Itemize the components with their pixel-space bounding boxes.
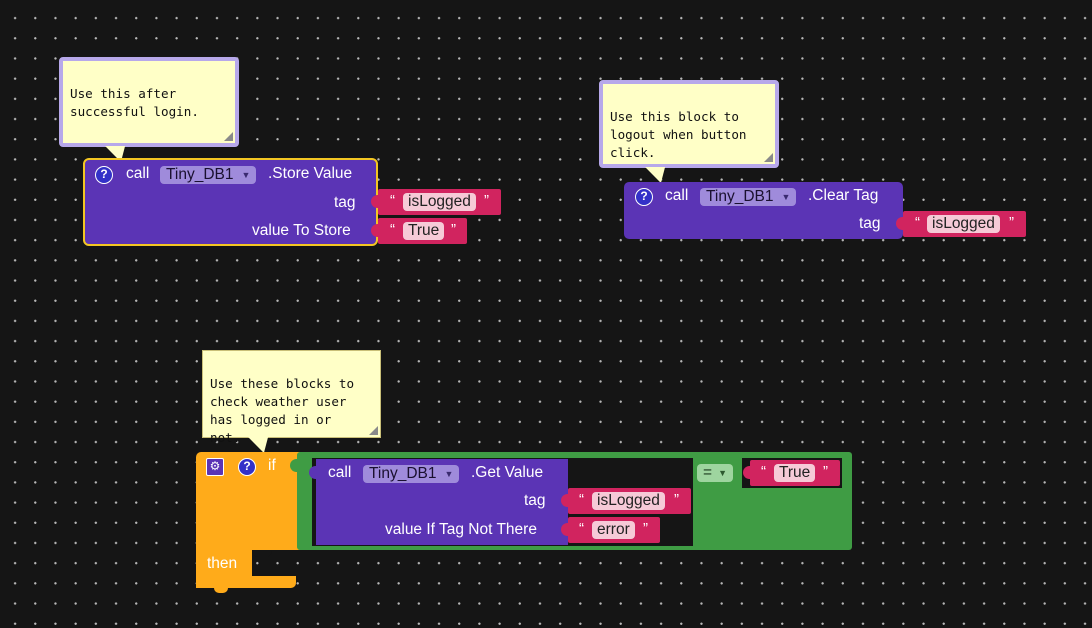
text-block-error[interactable]: “ error ” [561, 517, 660, 543]
dropdown-arrow-icon: ▼ [781, 192, 791, 202]
close-quote: ” [643, 520, 648, 537]
clear-tag-label: tag [859, 215, 881, 232]
comment-resize-handle[interactable] [764, 153, 773, 162]
text-block-true[interactable]: “ True ” [371, 218, 467, 244]
store-component-dropdown[interactable]: Tiny_DB1 ▼ [160, 166, 257, 184]
comment-logout-text: Use this block to logout when button cli… [610, 109, 747, 160]
then-label: then [207, 555, 238, 572]
text-block-islogged[interactable]: “ isLogged ” [371, 189, 501, 215]
comment-logout[interactable]: Use this block to logout when button cli… [599, 80, 779, 168]
comment-login[interactable]: Use this after successful login. [59, 57, 239, 147]
open-quote: “ [579, 520, 584, 537]
comment-check-tail [248, 437, 274, 453]
text-plug [743, 466, 750, 479]
close-quote: ” [823, 463, 828, 480]
open-quote: “ [579, 491, 584, 508]
get-component-dropdown[interactable]: Tiny_DB1 ▼ [363, 465, 460, 483]
clear-component-dropdown[interactable]: Tiny_DB1 ▼ [700, 188, 797, 206]
help-icon[interactable]: ? [635, 188, 653, 206]
get-component-label: Tiny_DB1 [369, 465, 437, 482]
clear-call-label: call [665, 187, 689, 204]
help-icon[interactable]: ? [238, 458, 256, 476]
close-quote: ” [484, 192, 489, 209]
get-tag-label: tag [524, 492, 546, 509]
text-block-islogged[interactable]: “ isLogged ” [561, 488, 691, 514]
text-plug [561, 494, 568, 507]
text-block-islogged[interactable]: “ isLogged ” [896, 211, 1026, 237]
dropdown-arrow-icon: ▼ [444, 469, 454, 479]
comment-login-text: Use this after successful login. [70, 86, 199, 119]
text-plug [561, 523, 568, 536]
text-plug [896, 217, 903, 230]
get-method-label: .Get Value [471, 464, 544, 481]
compare-operator-dropdown[interactable]: =▼ [697, 464, 733, 482]
comment-logout-tail [645, 167, 671, 183]
store-component-label: Tiny_DB1 [166, 166, 234, 183]
compare-plug [290, 459, 297, 472]
close-quote: ” [451, 221, 456, 238]
close-quote: ” [674, 491, 679, 508]
compare-operator-label: = [703, 464, 713, 481]
text-value-field[interactable]: True [774, 464, 816, 482]
text-value-field[interactable]: isLogged [403, 193, 476, 211]
open-quote: “ [390, 221, 395, 238]
text-plug [371, 224, 378, 237]
clear-component-label: Tiny_DB1 [706, 188, 774, 205]
comment-resize-handle[interactable] [224, 132, 233, 141]
get-default-label: value If Tag Not There [385, 521, 537, 538]
clear-method-label: .Clear Tag [808, 187, 879, 204]
comment-resize-handle[interactable] [369, 426, 378, 435]
text-plug [371, 195, 378, 208]
open-quote: “ [915, 214, 920, 231]
comment-check[interactable]: Use these blocks to check weather user h… [202, 350, 381, 445]
open-quote: “ [761, 463, 766, 480]
get-value-plug [309, 466, 316, 479]
text-value-field[interactable]: error [592, 521, 635, 539]
text-value-field[interactable]: isLogged [592, 492, 665, 510]
bottom-notch [214, 588, 228, 593]
if-label: if [268, 457, 276, 474]
dropdown-arrow-icon: ▼ [241, 170, 251, 180]
then-notch [252, 550, 272, 557]
dropdown-arrow-icon: ▼ [718, 468, 727, 478]
open-quote: “ [390, 192, 395, 209]
gear-icon[interactable]: ⚙ [206, 458, 224, 476]
comment-check-text: Use these blocks to check weather user h… [210, 376, 355, 445]
get-call-label: call [328, 464, 352, 481]
help-icon[interactable]: ? [95, 166, 113, 184]
store-value-label: value To Store [252, 222, 351, 239]
text-value-field[interactable]: isLogged [927, 215, 1000, 233]
text-value-field[interactable]: True [403, 222, 445, 240]
store-tag-label: tag [334, 194, 356, 211]
close-quote: ” [1009, 214, 1014, 231]
if-block-bottom [196, 576, 296, 588]
store-call-label: call [126, 165, 150, 182]
text-block-true[interactable]: “ True ” [743, 460, 840, 486]
store-method-label: .Store Value [268, 165, 353, 182]
